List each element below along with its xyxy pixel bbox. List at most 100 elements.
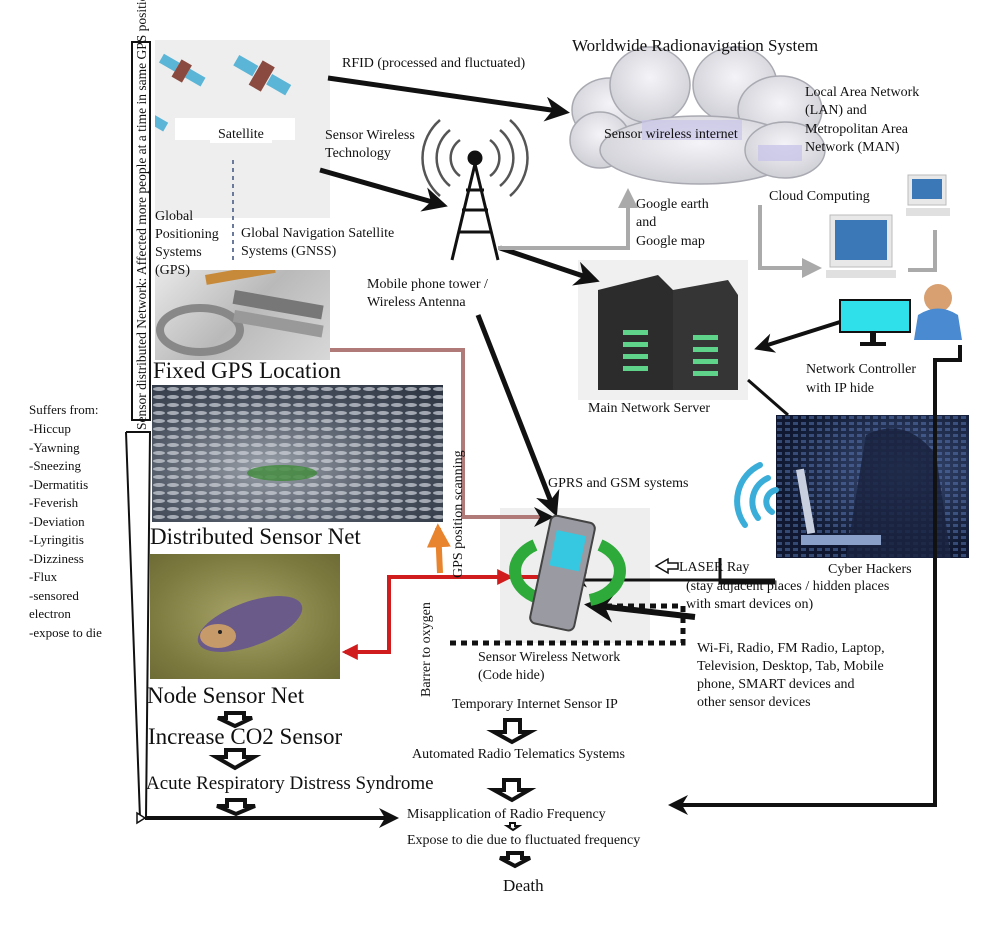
tower-to-phone-arrow [475, 314, 560, 517]
google-line-1: Google earth [636, 197, 709, 212]
antenna-tower-icon [421, 119, 529, 261]
monitor-link-line [908, 230, 937, 272]
network-controller-icon [839, 284, 962, 346]
symptom-item: -expose to die [29, 624, 102, 640]
cloud-label: Sensor wireless internet [604, 127, 738, 142]
left-banner-frame-lower [125, 431, 152, 819]
down-arrow-temp-auto [486, 718, 538, 745]
symptom-item: -Sneezing [29, 458, 81, 473]
symptom-item: -Dizziness [29, 550, 84, 566]
google-line-3: Google map [636, 234, 705, 249]
tower-label-line-1: Mobile phone tower / [367, 277, 488, 292]
gnss-label-line-2: Systems (GNSS) [241, 244, 337, 259]
ards-label: Acute Respiratory Distress Syndrome [146, 773, 434, 794]
gprs-gsm-label: GPRS and GSM systems [548, 476, 689, 491]
devices-line-3: phone, SMART devices and [697, 677, 855, 692]
down-arrow-auto-misapp [486, 778, 537, 803]
cyber-hackers-line-2: (stay adjacent places / hidden places [686, 579, 890, 594]
rfid-arrow [327, 75, 570, 122]
satellite-label: Satellite [210, 126, 272, 143]
main-network-server-icon [578, 260, 748, 400]
sensor-tech-arrow [319, 167, 448, 212]
down-arrow-expose-death [499, 851, 531, 869]
gnss-label-line-1: Global Navigation Satellite [241, 226, 395, 241]
network-controller-line-1: Network Controller [806, 362, 917, 377]
gps-scanning-line [330, 348, 554, 527]
gps-scanning-label: GPS position scanning [451, 450, 466, 578]
symptom-item: -Flux [29, 569, 58, 584]
gps-label-line-1: Global [155, 209, 194, 224]
open-arrow-left-icon [136, 811, 147, 825]
mobile-phone-icon [509, 514, 626, 632]
hacker-to-misapplication-arrow [668, 345, 962, 815]
hacker-box-line [718, 558, 775, 585]
cyber-hackers-line-1: Cyber Hackers [828, 562, 912, 577]
orange-arrow [426, 523, 451, 574]
lan-man-line-1: Local Area Network [805, 85, 920, 100]
google-line-2: and [636, 215, 657, 230]
symptom-item: -Hiccup [29, 421, 71, 436]
symptom-item: -Yawning [29, 439, 80, 455]
barrier-oxygen-label: Barrer to oxygen [419, 602, 434, 697]
symptom-item: -Lyringitis [29, 532, 84, 547]
lan-man-line-4: Network (MAN) [805, 140, 900, 155]
flow-down-arrows [208, 711, 538, 869]
wifi-icon [734, 462, 779, 528]
network-controller-line-2: with IP hide [806, 381, 874, 396]
gps-label-line-3: Systems [155, 245, 202, 260]
radionav-title: Worldwide Radionavigation System [572, 36, 819, 55]
misapplication-label: Misapplication of Radio Frequency [407, 807, 606, 822]
gps-device-image [155, 270, 330, 360]
automated-radio-label: Automated Radio Telematics Systems [412, 747, 626, 762]
devices-line-2: Television, Desktop, Tab, Mobile [697, 659, 884, 674]
symptom-item: -Dermatitis [29, 476, 89, 492]
cloud-computing-label: Cloud Computing [769, 189, 870, 204]
vertical-banner-frame [131, 41, 151, 421]
sensor-wireless-network-line-1: Sensor Wireless Network [478, 650, 621, 665]
down-arrow-ards-line [216, 798, 256, 817]
laser-open-arrow-icon [654, 557, 679, 575]
distributed-sensor-photo [152, 385, 443, 522]
cyber-hackers-line-3: with smart devices on) [686, 597, 814, 612]
fixed-gps-label: Fixed GPS Location [153, 358, 341, 383]
sensor-wireless-network-line-2: (Code hide) [478, 668, 545, 683]
symptom-item: electron [29, 606, 71, 621]
devices-line-1: Wi-Fi, Radio, FM Radio, Laptop, [697, 641, 885, 656]
cloud-computing-gray-arrow [758, 205, 822, 278]
symptom-item: -Deviation [29, 513, 85, 529]
laser-ray-label: LASER Ray [679, 560, 750, 575]
rfid-label: RFID (processed and fluctuated) [342, 56, 526, 71]
tower-to-server-arrow [499, 245, 600, 286]
down-arrow-misapp-expose [503, 822, 523, 832]
increase-co2-label: Increase CO2 Sensor [148, 724, 343, 749]
vertical-banner-text: Sensor distributed Network: Affected mor… [134, 0, 149, 430]
symptoms-title: Suffers from: [29, 402, 99, 417]
symptom-item: -Feverish [29, 495, 79, 510]
node-net-label: Node Sensor Net [147, 683, 305, 708]
death-label: Death [503, 876, 544, 895]
expose-label: Expose to die due to fluctuated frequenc… [407, 833, 641, 848]
symptoms-list: -Hiccup -Yawning -Sneezing -Dermatitis -… [29, 420, 102, 642]
down-arrow-co2-ards [208, 748, 262, 771]
down-arrow-node-co2 [217, 711, 253, 729]
devices-line-4: other sensor devices [697, 695, 811, 710]
dotted-network-path [450, 603, 686, 646]
gps-label-line-2: Positioning [155, 227, 219, 242]
controller-to-server-arrow [754, 320, 841, 353]
main-server-label: Main Network Server [588, 401, 711, 416]
lan-man-line-2: (LAN) and [805, 103, 867, 118]
tower-label-line-2: Wireless Antenna [367, 295, 466, 310]
google-gray-arrow [498, 188, 638, 250]
lan-man-line-3: Metropolitan Area [805, 122, 909, 137]
sensor-wireless-tech-line-2: Technology [325, 146, 391, 161]
gps-label-line-4: (GPS) [155, 263, 191, 278]
server-to-hacker-line [747, 378, 789, 417]
symptom-item: -sensored [29, 587, 79, 603]
node-sensor-photo [150, 554, 340, 679]
sensor-wireless-tech-line-1: Sensor Wireless [325, 128, 415, 143]
temp-internet-label: Temporary Internet Sensor IP [452, 697, 618, 712]
oxygen-barrier-arrow [341, 575, 545, 660]
computer-icon [826, 174, 950, 278]
distributed-net-label: Distributed Sensor Net [150, 524, 361, 549]
